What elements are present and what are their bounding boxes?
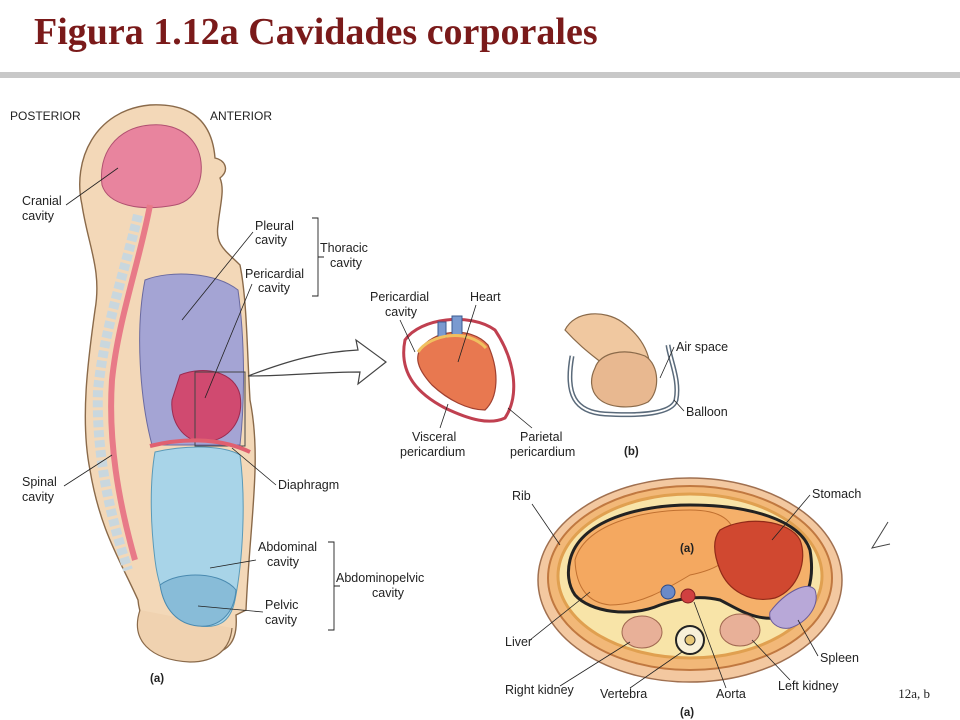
liver-label: Liver (505, 635, 532, 649)
spinal-leader (63, 454, 113, 487)
liver-leader (529, 591, 591, 641)
visceral-leader (439, 403, 449, 429)
fist-shape (591, 351, 658, 408)
pleural-leader (181, 231, 254, 321)
vertebra-canal (684, 634, 696, 646)
heart-leader (457, 304, 477, 363)
pelvic-leader (197, 605, 264, 613)
spleen-leader (797, 619, 819, 657)
abdominal-cross-section-illustration (537, 477, 843, 683)
left-kidney-leader (751, 639, 791, 681)
posterior-label: POSTERIOR (10, 109, 81, 123)
pleural-cavity-label-1: Pleural (255, 219, 294, 233)
heart-pericardial-cavity-label-2: cavity (385, 305, 418, 319)
vertebra-leader (629, 651, 683, 689)
diaphragm-label: Diaphragm (278, 478, 339, 492)
angle-mark (870, 521, 891, 549)
pelvic-cavity-label-2: cavity (265, 613, 298, 627)
slide-title: Figura 1.12a Cavidades corporales (34, 11, 598, 53)
pericardial-leader (204, 283, 253, 399)
pericardial-cavity-label-2: cavity (258, 281, 291, 295)
fist-balloon-illustration (564, 313, 680, 418)
pelvic-cavity-label-1: Pelvic (265, 598, 298, 612)
panel-b-tag: (b) (624, 446, 639, 458)
left-kidney-label: Left kidney (778, 679, 839, 693)
balloon-inner (568, 344, 678, 416)
parietal-pericardium-label-2: pericardium (510, 445, 575, 459)
cranial-leader (65, 167, 119, 206)
heart-label: Heart (470, 290, 501, 304)
cranial-cavity-label-2: cavity (22, 209, 55, 223)
parietal-leader (507, 407, 533, 429)
thoracic-bracket (312, 217, 324, 297)
spinal-cavity-label-1: Spinal (22, 475, 57, 489)
abdominal-cavity-label-1: Abdominal (258, 540, 317, 554)
parietal-pericardium-label-1: Parietal (520, 430, 562, 444)
balloon-label: Balloon (686, 405, 728, 419)
cranial-cavity-label-1: Cranial (22, 194, 62, 208)
abdominopelvic-cavity-label-2: cavity (372, 586, 405, 600)
vena-cava-shape (660, 584, 676, 600)
right-kidney-leader (559, 641, 631, 687)
thoracic-cavity-label-1: Thoracic (320, 241, 368, 255)
pleural-cavity-label-2: cavity (255, 233, 288, 247)
pericardial-cavity-region (171, 370, 242, 443)
heart-vessels (437, 315, 463, 338)
pelvic-cavity-region (159, 574, 237, 627)
stomach-shape (714, 520, 804, 600)
visceral-pericardium-shape (416, 334, 488, 353)
spleen-label: Spleen (820, 651, 859, 665)
cross-section-bottom-tag: (a) (680, 707, 694, 719)
heart-zoom-box (194, 371, 246, 447)
diaphragm-line (149, 438, 251, 454)
cranial-cavity-region (100, 124, 202, 209)
vertebra-label: Vertebra (600, 687, 647, 701)
thoracic-cavity-label-2: cavity (330, 256, 363, 270)
visceral-pericardium-label-1: Visceral (412, 430, 456, 444)
vertebral-column (92, 213, 143, 572)
aorta-shape (680, 588, 696, 604)
abdominopelvic-cavity-label-1: Abdominopelvic (336, 571, 424, 585)
rib-leader (531, 503, 561, 546)
abdominal-leader (209, 559, 257, 569)
left-kidney-shape (719, 613, 761, 647)
pericardial-cavity-label-1: Pericardial (245, 267, 304, 281)
corner-figure-reference: 12a, b (898, 686, 930, 701)
thigh (136, 609, 233, 663)
spinal-cavity-region (108, 204, 153, 561)
aorta-label: Aorta (716, 687, 746, 701)
heart-pericardial-leader (399, 319, 416, 353)
air-space-leader (659, 346, 675, 379)
right-kidney-label: Right kidney (505, 683, 575, 697)
sagittal-body-illustration (79, 104, 256, 663)
aorta-leader (693, 601, 727, 689)
rib-label: Rib (512, 489, 531, 503)
heart-detail-illustration (402, 315, 516, 423)
balloon-leader (673, 399, 685, 412)
diaphragm-leader (231, 447, 277, 486)
abdominal-cavity-label-2: cavity (267, 555, 300, 569)
stomach-leader (771, 494, 811, 541)
title-divider (0, 72, 960, 78)
zoom-arrow (247, 338, 387, 386)
heart-pericardial-cavity-label-1: Pericardial (370, 290, 429, 304)
abdominopelvic-bracket (328, 541, 340, 631)
spinal-cavity-label-2: cavity (22, 490, 55, 504)
visceral-pericardium-label-2: pericardium (400, 445, 465, 459)
anterior-label: ANTERIOR (210, 109, 272, 123)
right-kidney-shape (621, 615, 663, 649)
spleen-shape (769, 585, 817, 629)
panel-a-tag: (a) (150, 673, 164, 685)
air-space-label: Air space (676, 340, 728, 354)
stomach-label: Stomach (812, 487, 861, 501)
cross-section-inner-tag: (a) (680, 543, 694, 555)
